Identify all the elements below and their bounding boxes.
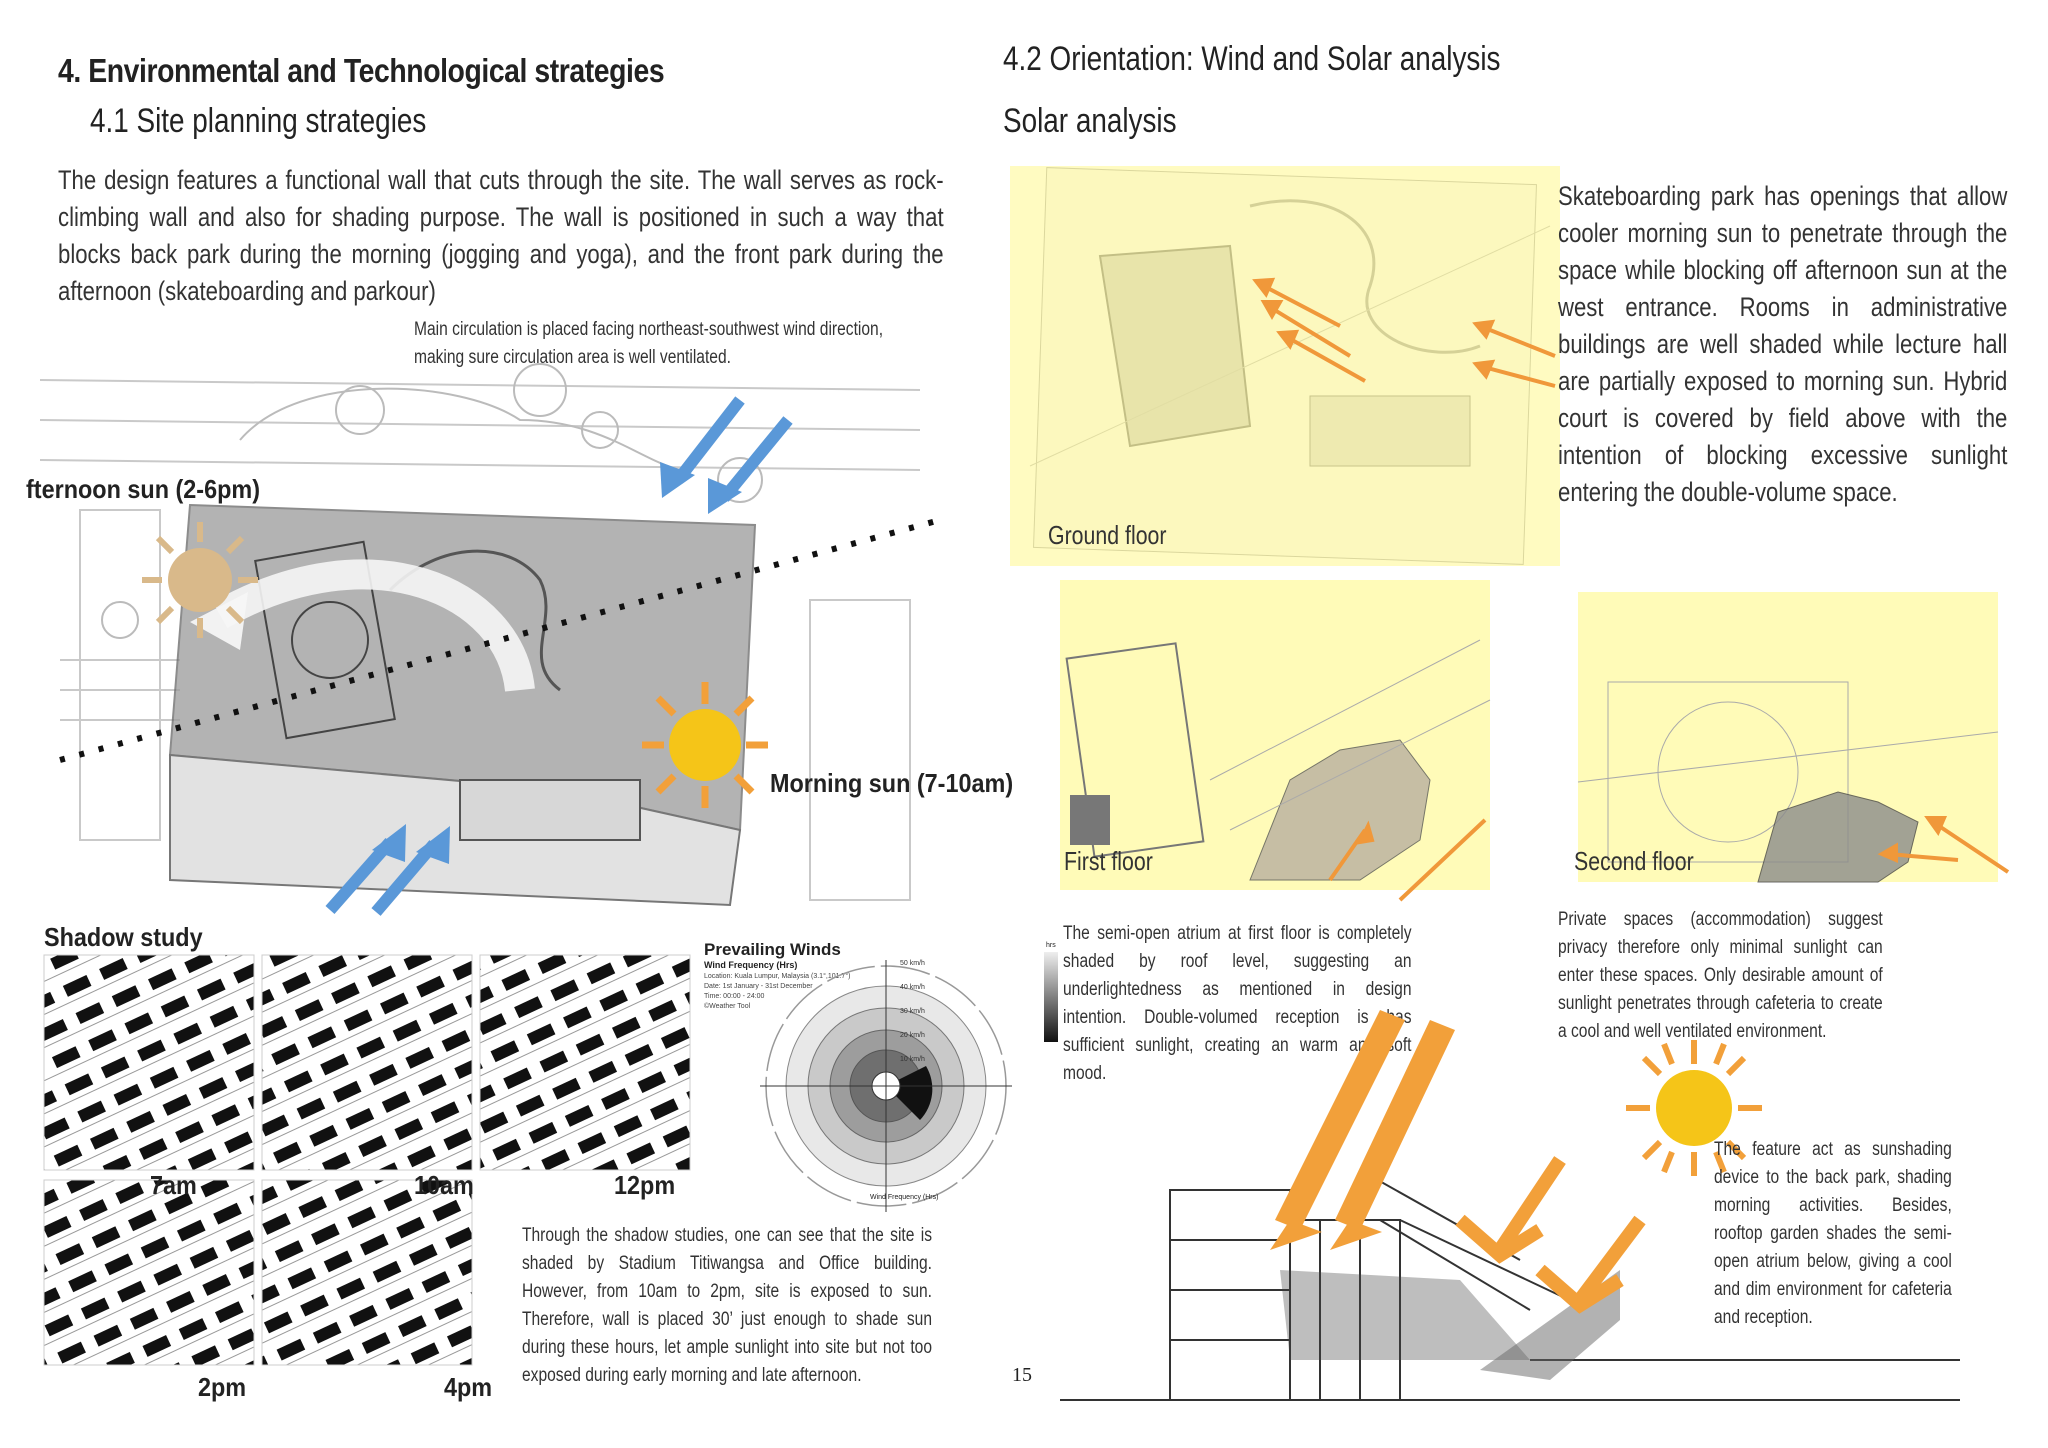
- ground-floor-label: Ground floor: [1048, 520, 1167, 550]
- subsection-heading: 4.1 Site planning strategies: [90, 102, 427, 140]
- shadow-study-text: Through the shadow studies, one can see …: [522, 1225, 932, 1386]
- afternoon-sun-icon: [142, 522, 258, 638]
- building-section-drawing: [1060, 1010, 1960, 1401]
- wind-rose-meta: Location: Kuala Lumpur, Malaysia (3.1°,1…: [704, 973, 851, 1010]
- first-floor-drawing: [1060, 580, 1491, 902]
- shadow-study-title: Shadow study: [44, 922, 203, 952]
- ground-floor-drawing: [1010, 166, 1560, 566]
- wind-rose-rings: 50 km/h 40 km/h 30 km/h 20 km/h 10 km/h: [900, 960, 925, 1063]
- section-sun-icon: [1626, 1040, 1762, 1176]
- shadow-4pm-image: [261, 1179, 473, 1366]
- wind-arrows-bottom: [325, 824, 450, 916]
- skateboarding-paragraph: Skateboarding park has openings that all…: [1558, 181, 2008, 507]
- first-floor-label: First floor: [1064, 846, 1153, 876]
- shadow-study-grid: [43, 954, 691, 1366]
- shadow-time-label: 7am: [150, 1170, 197, 1200]
- wind-rose-legend-bar: [1044, 952, 1058, 1042]
- shadow-12pm-image: [479, 954, 691, 1171]
- section-heading-right: 4.2 Orientation: Wind and Solar analysis: [1003, 40, 1501, 78]
- atrium-paragraph: The semi-open atrium at first floor is c…: [1063, 923, 1412, 1084]
- wind-rose-chart: Prevailing Winds Wind Frequency (Hrs) Lo…: [700, 940, 1060, 1212]
- afternoon-sun-label: fternoon sun (2-6pm): [26, 474, 260, 504]
- wind-rose-graphic: [760, 960, 1012, 1212]
- shadow-7am-image: [43, 954, 255, 1171]
- second-floor-drawing: [1577, 592, 2010, 883]
- section-heading: 4. Environmental and Technological strat…: [58, 52, 665, 89]
- subsection-heading-right: Solar analysis: [1003, 102, 1177, 140]
- site-plan: [39, 360, 941, 920]
- second-floor-label: Second floor: [1574, 846, 1694, 876]
- wind-rose-legend-title: hrs: [1046, 942, 1056, 949]
- wind-arrows-top: [660, 396, 793, 514]
- shadow-10am-image: [261, 954, 473, 1171]
- morning-sun-label: Morning sun (7-10am): [770, 768, 1014, 798]
- second-floor-plan: [1577, 592, 2010, 892]
- site-plan-drawing: [39, 363, 941, 907]
- wind-rose-subtitle: Wind Frequency (Hrs): [704, 960, 798, 970]
- feature-paragraph: The feature act as sunshading device to …: [1714, 1139, 1952, 1328]
- wind-rose-title: Prevailing Winds: [704, 940, 841, 959]
- shadow-time-label: 12pm: [614, 1170, 676, 1200]
- building-section: [1060, 1010, 1960, 1420]
- wind-rose-axis-label: Wind Frequency (Hrs): [870, 1194, 939, 1201]
- shadow-2pm-image: [43, 1179, 255, 1366]
- page-number: 15: [1012, 1364, 1032, 1386]
- circulation-note: Main circulation is placed facing northe…: [414, 319, 884, 368]
- first-floor-plan: [1060, 580, 1491, 902]
- morning-sun-icon: [642, 682, 768, 808]
- ground-floor-plan: [1010, 166, 1560, 566]
- shadow-time-label: 4pm: [444, 1372, 493, 1402]
- private-spaces-paragraph: Private spaces (accommodation) suggest p…: [1558, 909, 1883, 1042]
- shadow-time-label: 10am: [414, 1170, 474, 1200]
- intro-paragraph: The design features a functional wall th…: [58, 165, 944, 306]
- shadow-time-label: 2pm: [198, 1372, 247, 1402]
